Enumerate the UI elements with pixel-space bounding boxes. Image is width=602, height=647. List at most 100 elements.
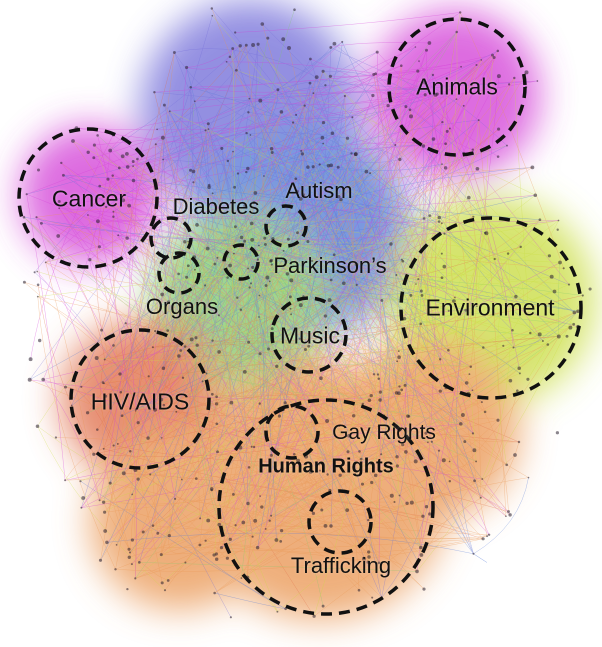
network-node bbox=[81, 496, 86, 500]
network-node bbox=[184, 561, 187, 564]
network-edge bbox=[133, 111, 170, 181]
network-node bbox=[270, 263, 273, 266]
label-organs: Organs bbox=[145, 294, 219, 319]
network-node bbox=[549, 274, 554, 279]
network-edge bbox=[94, 144, 490, 535]
network-edge bbox=[143, 390, 518, 533]
network-node bbox=[60, 161, 63, 165]
network-edge bbox=[24, 282, 326, 527]
network-edge bbox=[246, 133, 309, 242]
network-edge bbox=[81, 386, 248, 578]
network-node bbox=[345, 508, 350, 512]
network-node bbox=[493, 257, 496, 261]
network-node bbox=[256, 42, 260, 46]
network-edge bbox=[396, 246, 521, 279]
network-node bbox=[538, 218, 542, 222]
network-node bbox=[369, 463, 372, 465]
network-node bbox=[210, 392, 214, 396]
network-edge bbox=[112, 175, 263, 508]
network-node bbox=[367, 518, 370, 522]
network-node bbox=[120, 414, 124, 418]
network-edge bbox=[163, 405, 212, 490]
network-node bbox=[447, 309, 450, 312]
network-edge bbox=[272, 328, 424, 517]
network-node bbox=[396, 360, 399, 363]
network-node bbox=[189, 337, 194, 342]
network-edge bbox=[482, 253, 511, 480]
network-node bbox=[418, 60, 420, 62]
network-edge bbox=[110, 150, 507, 517]
network-node bbox=[552, 289, 557, 294]
network-edge bbox=[196, 224, 449, 351]
network-edge bbox=[399, 420, 499, 496]
network-node bbox=[320, 135, 325, 140]
network-node bbox=[326, 163, 331, 168]
network-node bbox=[192, 181, 195, 184]
network-node bbox=[439, 358, 442, 361]
network-node bbox=[64, 385, 67, 389]
network-edge bbox=[325, 324, 574, 527]
network-edge bbox=[247, 9, 295, 343]
network-node bbox=[369, 393, 373, 398]
network-node bbox=[517, 366, 521, 370]
network-node bbox=[35, 424, 40, 428]
network-node bbox=[479, 496, 482, 499]
network-edge bbox=[377, 195, 536, 375]
network-node bbox=[98, 499, 101, 502]
network-node bbox=[115, 544, 118, 546]
network-node bbox=[243, 204, 246, 207]
network-node bbox=[263, 242, 267, 246]
network-edge bbox=[64, 447, 131, 481]
network-node bbox=[233, 185, 237, 189]
network-edge bbox=[96, 357, 232, 618]
network-node bbox=[330, 131, 335, 136]
network-edge bbox=[123, 473, 484, 540]
network-node bbox=[402, 317, 407, 321]
network-edge bbox=[473, 553, 488, 563]
network-edge bbox=[395, 144, 544, 342]
network-edge bbox=[133, 161, 379, 427]
network-node bbox=[309, 57, 312, 61]
network-node bbox=[354, 262, 359, 267]
network-edge bbox=[129, 520, 256, 558]
network-node bbox=[395, 273, 398, 277]
network-node bbox=[135, 408, 138, 411]
network-node bbox=[296, 231, 299, 235]
network-node bbox=[318, 163, 321, 166]
network-node bbox=[187, 240, 190, 243]
network-node bbox=[236, 296, 239, 299]
network-edge bbox=[157, 359, 441, 534]
network-node bbox=[312, 92, 315, 95]
network-node bbox=[421, 514, 425, 518]
network-edge bbox=[366, 171, 559, 337]
network-edge bbox=[270, 260, 504, 347]
network-node bbox=[104, 394, 108, 398]
network-edge bbox=[104, 284, 570, 513]
network-edge bbox=[260, 100, 323, 511]
network-node bbox=[207, 183, 211, 187]
network-edge bbox=[252, 239, 564, 269]
network-node bbox=[430, 440, 433, 443]
network-node bbox=[496, 49, 500, 53]
network-node bbox=[161, 366, 166, 371]
network-edge bbox=[113, 46, 416, 212]
network-node bbox=[588, 287, 592, 291]
network-edge bbox=[36, 217, 131, 452]
network-node bbox=[375, 50, 379, 54]
network-node bbox=[125, 165, 130, 169]
network-edge bbox=[133, 180, 252, 447]
network-edge bbox=[297, 232, 422, 548]
network-node bbox=[350, 152, 353, 155]
network-edge bbox=[253, 82, 426, 203]
network-edge bbox=[473, 477, 529, 554]
network-node bbox=[131, 160, 135, 163]
network-edge bbox=[162, 132, 348, 160]
network-edge bbox=[87, 341, 249, 413]
network-node bbox=[270, 151, 274, 154]
network-edge bbox=[277, 433, 474, 612]
network-edge bbox=[135, 465, 398, 579]
network-node bbox=[291, 121, 295, 124]
network-edge bbox=[103, 144, 157, 449]
circle-trafficking bbox=[307, 489, 373, 555]
network-node bbox=[127, 547, 131, 551]
